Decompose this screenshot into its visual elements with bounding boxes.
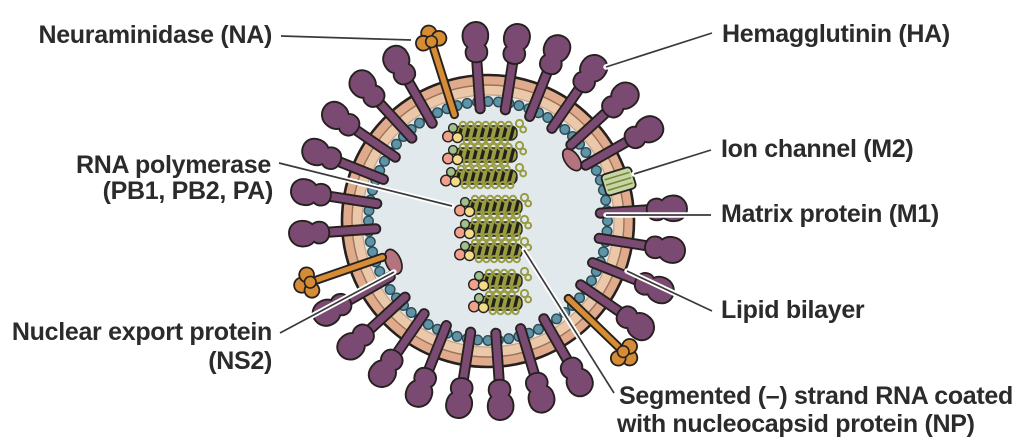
label-ion-channel: Ion channel (M2) xyxy=(721,135,913,163)
leader-lines xyxy=(276,30,715,396)
ha-spike xyxy=(348,69,418,144)
rnp-segment xyxy=(453,214,533,242)
polymerase-ball-green xyxy=(445,166,457,178)
ha-spike xyxy=(486,327,515,421)
na-spike xyxy=(415,24,460,120)
polymerase-ball-green xyxy=(473,270,485,282)
leader-lipid-bilayer xyxy=(626,270,713,312)
ha-spike xyxy=(538,313,594,398)
rnp-segment xyxy=(439,162,528,190)
label-matrix-protein: Matrix protein (M1) xyxy=(721,200,939,228)
ha-spike xyxy=(404,320,452,408)
ha-spike xyxy=(445,326,477,419)
label-segmented-rna-line1: Segmented (–) strand RNA coated xyxy=(619,382,1013,410)
polymerase-ball-green xyxy=(459,240,471,252)
rna-segments xyxy=(439,118,533,316)
label-hemagglutinin: Hemagglutinin (HA) xyxy=(722,20,950,48)
rnp-segment xyxy=(441,140,528,168)
ha-spike xyxy=(499,23,531,116)
polymerase-ball-green xyxy=(459,196,471,208)
ha-spike xyxy=(301,137,389,185)
label-nuclear-export-line2: (NS2) xyxy=(208,347,272,375)
rnp-segment xyxy=(441,118,528,146)
rnp-segment xyxy=(467,288,533,316)
labels: Neuraminidase (NA) Hemagglutinin (HA) Io… xyxy=(12,20,1013,438)
ha-spike xyxy=(575,279,655,342)
ha-spike xyxy=(290,178,383,210)
polymerase-ball-yellow xyxy=(451,131,464,144)
ha-spike xyxy=(382,44,438,129)
ha-spike xyxy=(580,115,665,171)
polymerase-ball-yellow xyxy=(449,175,462,188)
na-spike xyxy=(293,252,388,299)
ha-spike xyxy=(524,34,572,122)
ha-spike xyxy=(367,308,430,388)
label-segmented-rna-line2: with nucleocapsid protein (NP) xyxy=(616,410,975,438)
rnp-segment xyxy=(467,266,533,294)
polymerase-ball-yellow xyxy=(477,301,490,314)
leader-nuclear-export xyxy=(279,271,395,334)
rnp-segment xyxy=(453,236,533,264)
polymerase-ball-green xyxy=(447,144,459,156)
leader-hemagglutinin xyxy=(605,32,713,68)
polymerase-ball-yellow xyxy=(477,279,490,292)
na-spike xyxy=(563,293,639,367)
virion-diagram xyxy=(288,21,688,421)
ha-spike xyxy=(515,323,556,414)
ha-spike xyxy=(565,81,640,151)
polymerase-ball-yellow xyxy=(451,153,464,166)
leader-segmented-rna xyxy=(523,249,615,394)
label-lipid-bilayer: Lipid bilayer xyxy=(721,296,865,324)
leader-rna-polymerase xyxy=(278,162,453,207)
label-rna-polymerase-line1: RNA polymerase xyxy=(76,151,271,179)
polymerase-ball-green xyxy=(473,292,485,304)
ha-spike xyxy=(461,21,490,115)
ha-spike xyxy=(336,291,411,361)
membrane-protein-oval xyxy=(561,147,583,172)
polymerase-ball-yellow xyxy=(463,227,476,240)
rnp-segment xyxy=(453,192,533,220)
leader-ion-channel xyxy=(633,149,712,175)
ha-spike xyxy=(321,100,401,163)
label-nuclear-export-line1: Nuclear export protein xyxy=(12,318,272,346)
polymerase-ball-yellow xyxy=(463,249,476,262)
polymerase-ball-green xyxy=(459,218,471,230)
surface-glycoproteins xyxy=(288,21,688,421)
ha-spike xyxy=(593,232,686,264)
ha-spike xyxy=(288,219,382,248)
ion-channel-m2 xyxy=(600,166,637,197)
leader-neuraminidase xyxy=(280,35,412,41)
polymerase-ball-green xyxy=(447,122,459,134)
label-rna-polymerase-line2: (PB1, PB2, PA) xyxy=(103,177,273,205)
polymerase-ball-yellow xyxy=(463,205,476,218)
label-neuraminidase: Neuraminidase (NA) xyxy=(38,21,272,49)
nuclear-export-protein-oval xyxy=(383,248,403,275)
